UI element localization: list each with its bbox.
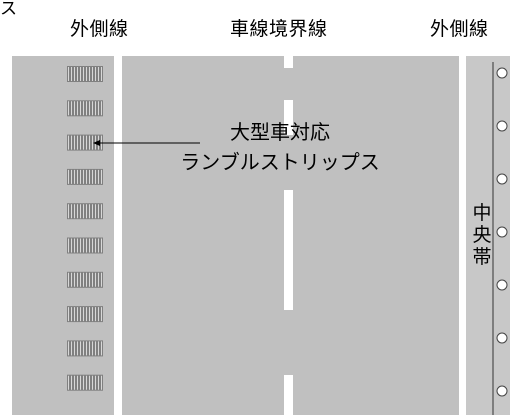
rumble-strip [67,134,103,151]
median-reflector [496,173,508,185]
rumble-strip-body [67,340,103,357]
rumble-strip [67,306,103,323]
lane-boundary-line-label: 車線境界線 [230,18,328,40]
lane-dash-4 [284,375,293,415]
rumble-strip-body [67,203,103,220]
right-edge-line [459,56,466,415]
median-reflector [496,279,508,291]
rumble-strip-body [67,168,103,185]
lane-dash-3 [284,190,293,310]
rumble-strip-body [67,237,103,254]
corner-label: ス [0,0,17,19]
median-reflector-group [496,67,508,397]
median-reflector [496,385,508,397]
median-label: 中 央 帯 [472,202,492,268]
median-reflector [496,226,508,238]
rumble-strip-body [67,100,103,117]
median-label-char-1: 中 [472,202,492,224]
rumble-strip [67,340,103,357]
rumble-strip [67,271,103,288]
rumble-strip-body [67,134,103,151]
median-reflector [496,120,508,132]
rumble-strip-body [67,66,103,82]
rumble-strip [67,237,103,254]
median-label-char-3: 帯 [472,246,492,268]
rumble-strip [67,203,103,220]
rumble-strip-body [67,271,103,288]
lane-dash-1 [284,56,293,68]
callout-arrowhead [93,140,100,146]
median-reflector [496,332,508,344]
rumble-strip-group [67,66,103,391]
rumble-strip [67,100,103,117]
median-label-char-2: 央 [472,224,492,246]
left-edge-line-label: 外側線 [70,18,129,40]
right-edge-line-label: 外側線 [430,18,489,40]
left-edge-line [114,56,122,415]
rumble-strip [67,66,103,82]
rumble-strip-callout-line2: ランブルストリップス [180,150,380,174]
rumble-strip [67,374,103,391]
rumble-strip [67,168,103,185]
rumble-strip-body [67,306,103,323]
rumble-strip-body [67,374,103,391]
median-reflector [496,67,508,79]
lane-dash-2 [284,100,293,135]
lane-boundary-dashes [284,56,293,415]
rumble-strip-callout-line1: 大型車対応 [230,120,330,144]
